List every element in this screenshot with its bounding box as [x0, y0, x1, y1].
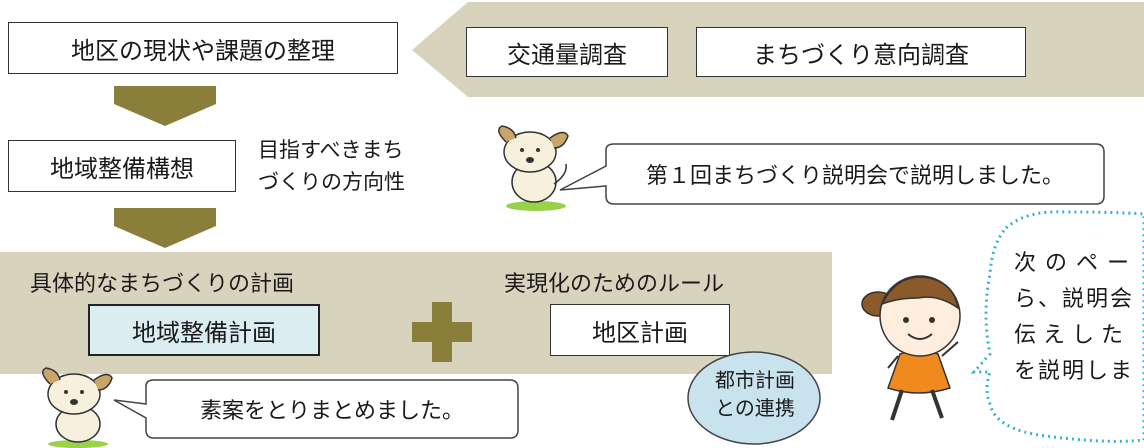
district-plan-box: 地区計画: [550, 304, 730, 356]
girl-cloud-line1: 次のペー: [1014, 251, 1139, 276]
area-development-plan-box: 地域整備計画: [88, 304, 320, 356]
realization-rule-heading: 実現化のためのルール: [504, 272, 725, 297]
area-development-plan-label: 地域整備計画: [132, 318, 276, 347]
area-vision-note: 目指すべきまち づくりの方向性: [258, 134, 405, 198]
speech-bubble-bottom-shape: [113, 379, 519, 439]
urban-planning-link-line2: との連携: [715, 396, 795, 420]
area-vision-note-line1: 目指すべきまち: [258, 138, 404, 162]
urban-planning-link-ellipse: [687, 351, 821, 445]
urban-planning-link-line1: 都市計画: [715, 368, 795, 392]
girl-cloud-line2: ら、説明会: [1014, 287, 1135, 312]
girl-cloud-bubble: [970, 210, 1144, 443]
concrete-plan-heading: 具体的なまちづくりの計画: [30, 272, 295, 297]
step-current-status-label: 地区の現状や課題の整理: [71, 36, 335, 65]
traffic-survey-label: 交通量調査: [507, 40, 627, 69]
down-arrow-icon: [114, 86, 216, 126]
district-plan-label: 地区計画: [592, 318, 688, 347]
step-area-vision-box: 地域整備構想: [8, 140, 236, 192]
down-arrow-icon: [114, 208, 216, 248]
girl-cloud-line4: を説明しま: [1014, 359, 1135, 384]
speech-bubble-top-shape: [559, 143, 1105, 205]
plus-icon: [412, 302, 472, 362]
step-current-status-box: 地区の現状や課題の整理: [8, 22, 398, 74]
girl-cloud-text: 次のペー ら、説明会 伝えした を説明しま: [1014, 246, 1138, 390]
girl-mascot-icon: [861, 275, 961, 421]
opinion-survey-box: まちづくり意向調査: [696, 27, 1026, 77]
speech-bubble-bottom-text: 素案をとりまとめました。: [199, 399, 464, 424]
dog-mascot-icon: [42, 367, 113, 448]
speech-bubble-top-text: 第１回まちづくり説明会で説明しました。: [645, 164, 1064, 189]
area-vision-note-line2: づくりの方向性: [258, 170, 405, 194]
dog-mascot-icon: [498, 125, 569, 211]
opinion-survey-label: まちづくり意向調査: [753, 40, 969, 69]
urban-planning-link-text: 都市計画 との連携: [694, 366, 816, 422]
girl-cloud-line3: 伝えした: [1014, 323, 1131, 348]
step-area-vision-label: 地域整備構想: [50, 154, 194, 183]
traffic-survey-box: 交通量調査: [466, 27, 668, 77]
